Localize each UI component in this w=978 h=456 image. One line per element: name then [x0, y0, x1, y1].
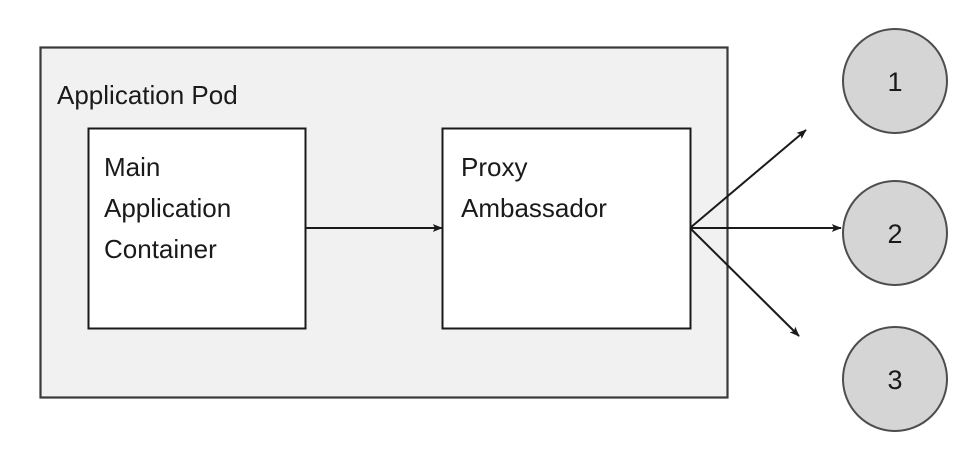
main-application-container-line-2: Application	[104, 193, 231, 223]
connector-proxy-to-endpoint-1	[689, 129, 807, 229]
application-pod-label: Application Pod	[57, 80, 238, 110]
main-application-container-line-3: Container	[104, 234, 217, 264]
endpoint-2-circle	[842, 180, 948, 286]
endpoint-1-label: 1	[887, 67, 902, 97]
proxy-ambassador-line-1: Proxy	[461, 152, 527, 182]
proxy-ambassador-line-2: Ambassador	[461, 193, 607, 223]
endpoint-2-label: 2	[887, 219, 902, 249]
proxy-ambassador-box	[441, 127, 692, 330]
main-application-container-line-1: Main	[104, 152, 160, 182]
main-application-container-box	[87, 127, 307, 330]
endpoint-3-circle	[842, 326, 948, 432]
endpoint-3-label: 3	[887, 365, 902, 395]
connector-proxy-to-endpoint-3	[689, 227, 800, 337]
endpoint-1-circle	[842, 28, 948, 134]
